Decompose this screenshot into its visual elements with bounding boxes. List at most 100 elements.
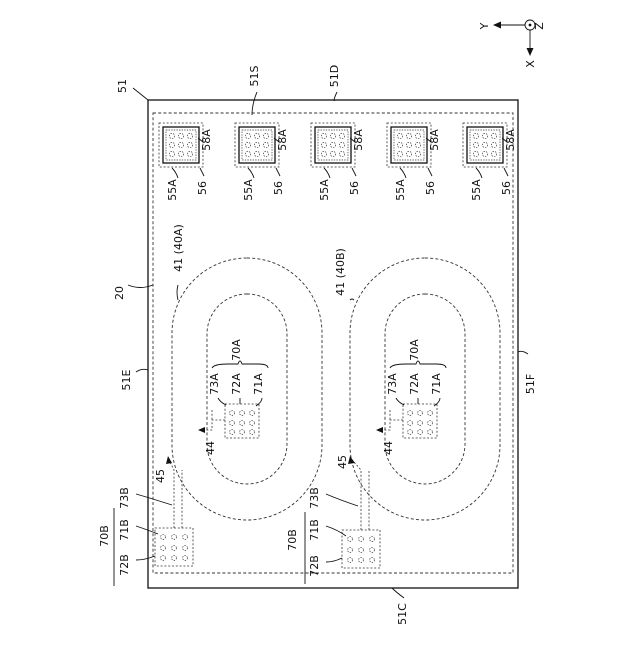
- leader-73B: [136, 494, 172, 505]
- label-73B: 73B: [118, 487, 131, 509]
- pad-58A: [470, 130, 500, 160]
- leader-51: [133, 88, 148, 100]
- substrate-outline: [148, 100, 518, 588]
- component-70A-dots: [230, 411, 255, 435]
- leader-55A: [476, 168, 482, 178]
- label-51: 51: [116, 79, 129, 93]
- leader-72B: [136, 556, 155, 560]
- label-58A: 58A: [276, 129, 289, 151]
- label-58A: 58A: [200, 129, 213, 151]
- leader-56: [504, 168, 508, 176]
- leader-51S: [252, 92, 257, 115]
- label-71A-b: 71A: [430, 373, 443, 395]
- label-72A-b: 72A: [408, 373, 421, 395]
- leader-72B-mid: [326, 558, 342, 562]
- brace-70A: [212, 361, 268, 368]
- label-72B: 72B: [118, 554, 131, 576]
- coil-a: 41 (40A) 44 73A 72A 71A 70A: [172, 224, 322, 520]
- pad-outline-56: [387, 123, 431, 167]
- label-44-b: 44: [382, 441, 395, 455]
- label-51E: 51E: [120, 369, 133, 390]
- leader-56: [352, 168, 356, 176]
- pad-55A: [315, 127, 351, 163]
- label-58A: 58A: [504, 129, 517, 151]
- pad-55A: [163, 127, 199, 163]
- label-56: 56: [500, 181, 513, 195]
- pad-unit-2: 58A 55A 56: [235, 123, 289, 201]
- label-58A: 58A: [428, 129, 441, 151]
- z-axis-label: Z: [533, 22, 546, 30]
- axis-triad: Y Z X: [478, 20, 546, 68]
- label-73B-mid: 73B: [308, 487, 321, 509]
- leader-56: [276, 168, 280, 176]
- label-70A: 70A: [230, 339, 243, 361]
- label-72A: 72A: [230, 373, 243, 395]
- leader-51C: [392, 588, 404, 598]
- pad-55A: [467, 127, 503, 163]
- label-51S: 51S: [248, 65, 261, 86]
- conn-45-arrow: [166, 456, 172, 464]
- leader-56: [428, 168, 432, 176]
- pad-55A: [391, 127, 427, 163]
- pad-dots: [169, 133, 192, 156]
- pad-row: 58A 55A 56 58A 55A 56: [159, 123, 517, 201]
- component-70A-b-dots: [408, 411, 433, 435]
- block-70B-mid-dots: [348, 537, 375, 563]
- conn-44-b-arrow: [376, 427, 383, 433]
- leader-55A: [400, 168, 406, 178]
- z-axis-dot: [529, 24, 532, 27]
- leader-56: [200, 168, 204, 176]
- label-56: 56: [272, 181, 285, 195]
- label-56: 56: [348, 181, 361, 195]
- label-70B-mid: 70B: [286, 529, 299, 551]
- leader-coil-b: [350, 299, 354, 300]
- pad-unit-1: 58A 55A 56: [159, 123, 213, 201]
- leader-73A: [218, 398, 226, 405]
- conn-45-mid-arrow: [348, 456, 355, 464]
- conn-44: [205, 420, 225, 430]
- label-20: 20: [113, 286, 126, 300]
- label-51D: 51D: [328, 65, 341, 87]
- x-axis-label: X: [524, 60, 537, 68]
- leader-55A: [324, 168, 330, 178]
- label-51C: 51C: [396, 603, 409, 625]
- label-55A: 55A: [318, 179, 331, 201]
- label-coil-a: 41 (40A): [172, 224, 185, 272]
- pad-dots: [245, 133, 268, 156]
- leader-73A-b: [396, 398, 404, 405]
- leader-55A: [248, 168, 254, 178]
- label-55A: 55A: [394, 179, 407, 201]
- label-45: 45: [154, 469, 167, 483]
- label-51F: 51F: [524, 374, 537, 394]
- brace-70A-b: [390, 361, 446, 368]
- leader-coil-a: [177, 285, 178, 300]
- coil-b: 41 (40B) 44 73A 72A 71A 70A: [334, 248, 500, 520]
- label-55A: 55A: [166, 179, 179, 201]
- label-56: 56: [424, 181, 437, 195]
- coil-a-outer: [172, 258, 322, 520]
- leader-20: [128, 285, 153, 288]
- x-axis-arrowhead: [527, 48, 534, 56]
- leader-71B-mid: [326, 526, 346, 536]
- pad-58A: [318, 130, 348, 160]
- pad-unit-5: 58A 55A 56: [463, 123, 517, 201]
- conn-44-arrow: [198, 427, 205, 433]
- y-axis-arrowhead: [493, 22, 501, 29]
- pad-dots: [473, 133, 496, 156]
- label-55A: 55A: [242, 179, 255, 201]
- label-70B: 70B: [98, 525, 111, 547]
- label-coil-b: 41 (40B): [334, 248, 347, 296]
- label-71B-mid: 71B: [308, 519, 321, 541]
- pad-dots: [321, 133, 344, 156]
- leader-51F: [518, 351, 528, 354]
- label-45-mid: 45: [336, 455, 349, 469]
- label-70A-b: 70A: [408, 339, 421, 361]
- conn-44-b2: [383, 420, 403, 430]
- pad-outline-56: [159, 123, 203, 167]
- label-73A-b: 73A: [386, 373, 399, 395]
- pad-55A: [239, 127, 275, 163]
- leader-51E: [136, 369, 148, 372]
- block-70B-dots: [161, 535, 188, 561]
